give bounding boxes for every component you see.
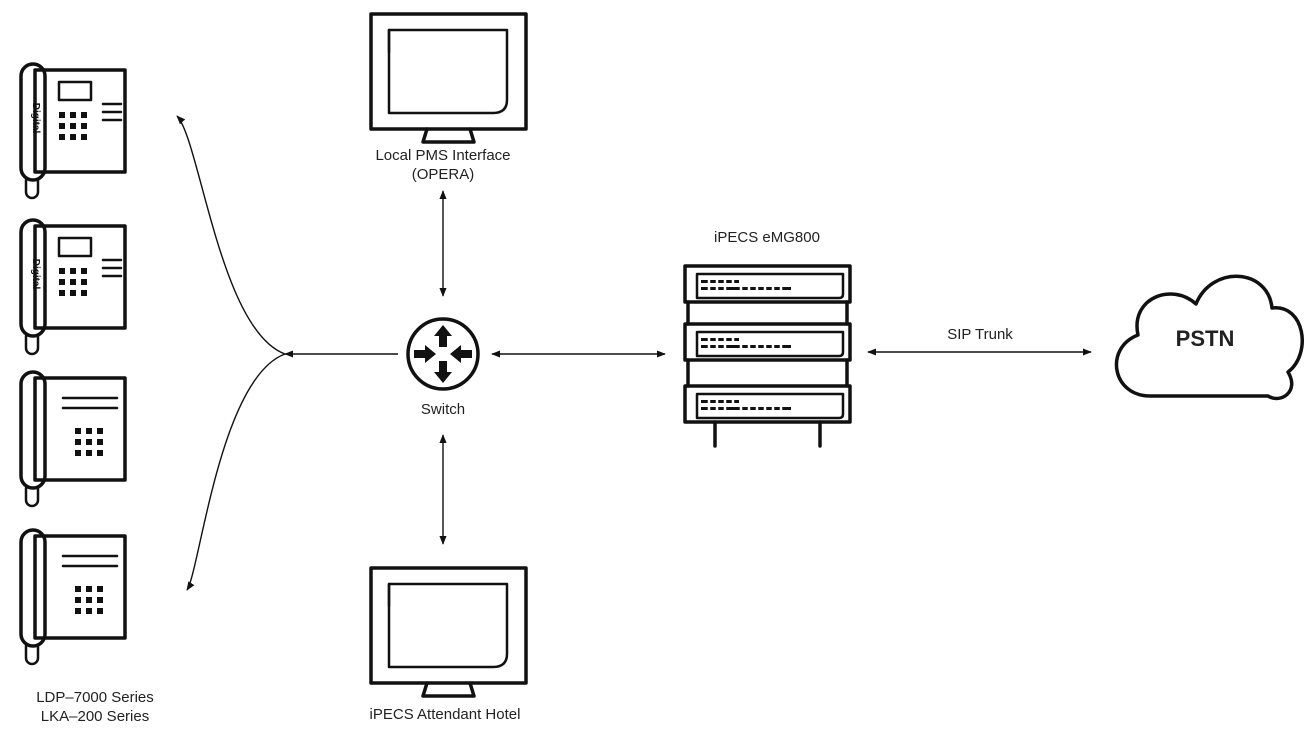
phones-label-line2: LKA–200 Series	[40, 708, 150, 725]
pstn-label: PSTN	[1175, 326, 1235, 351]
attendant-monitor-icon	[369, 566, 528, 698]
pms-label: Local PMS Interface (OPERA)	[323, 146, 563, 184]
phones-label-line1: LDP–7000 Series	[36, 689, 154, 706]
emg-label: iPECS eMG800	[714, 229, 820, 246]
attendant-label: iPECS Attendant Hotel	[369, 706, 521, 723]
digital-badge-label: Digital	[30, 103, 41, 134]
trunk-label: SIP Trunk	[947, 326, 1013, 343]
phone-3-icon	[21, 372, 125, 506]
pms-monitor-icon	[369, 12, 528, 144]
switch-icon	[406, 317, 480, 391]
pms-label-line1: Local PMS Interface	[375, 147, 511, 164]
pstn-cloud-icon	[1114, 274, 1304, 401]
phone-2-icon: Digital	[21, 220, 125, 354]
phone-1-icon: Digital	[21, 64, 125, 198]
digital-badge-label: Digital	[30, 259, 41, 290]
phone-4-icon	[21, 530, 125, 664]
phones-label: LDP–7000 Series LKA–200 Series	[0, 688, 190, 726]
server-rack-icon	[683, 264, 852, 448]
connection-lines	[176, 115, 1092, 591]
pms-label-line2: (OPERA)	[411, 166, 475, 183]
switch-label: Switch	[420, 401, 466, 418]
